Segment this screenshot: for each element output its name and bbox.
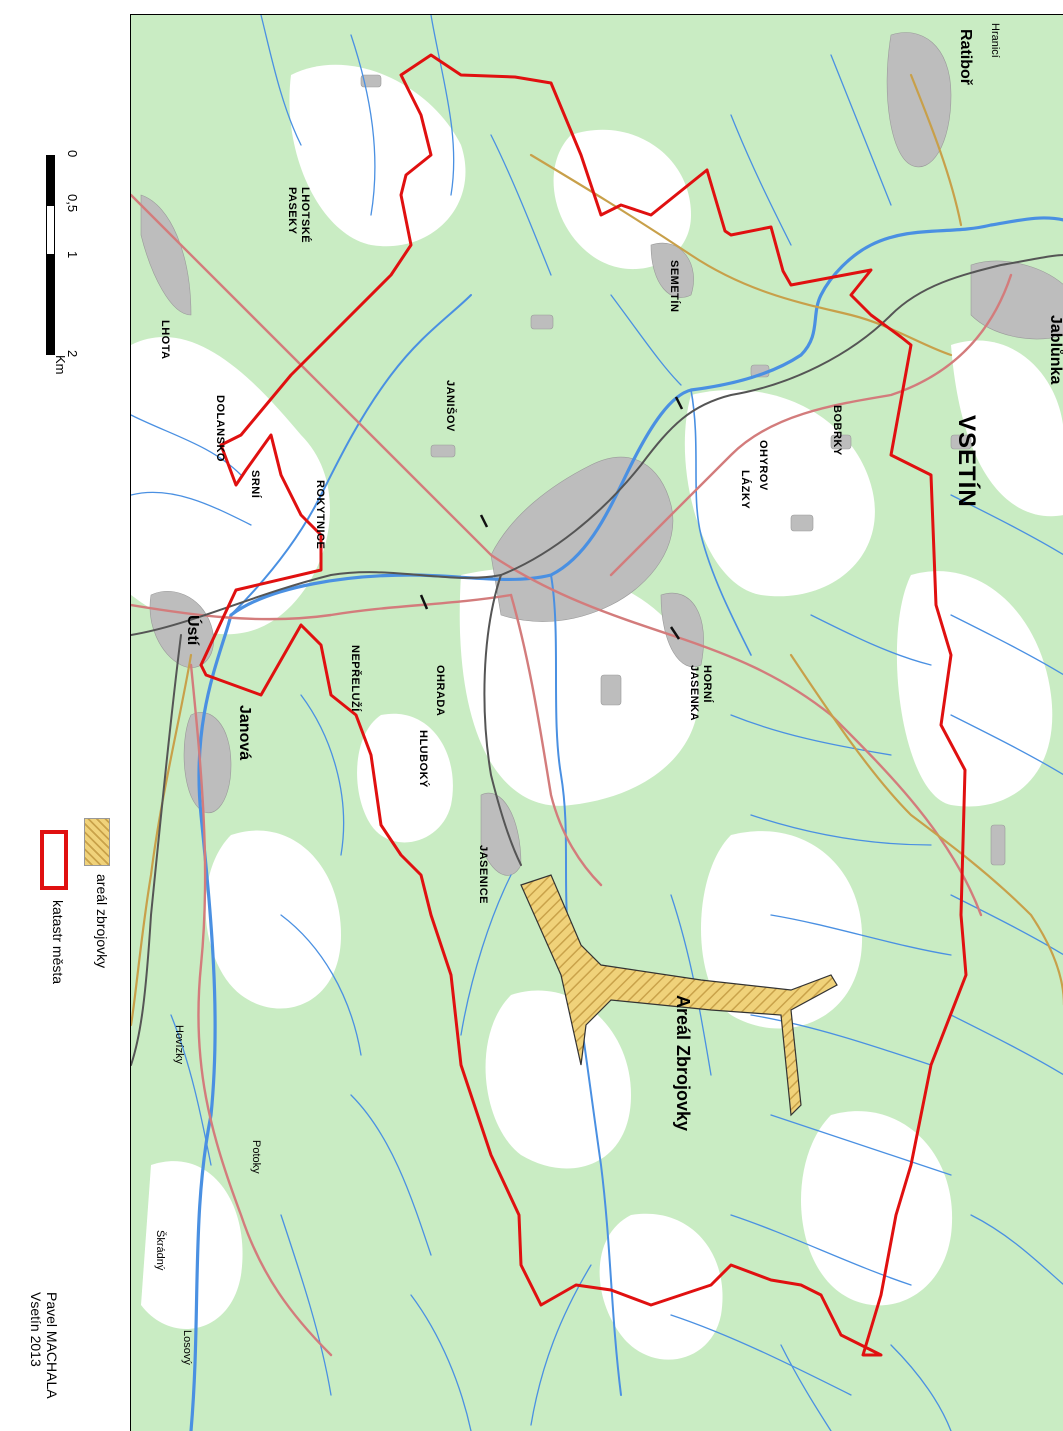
label-lhota: LHOTA bbox=[159, 320, 171, 360]
scale-bar-segment-2 bbox=[46, 205, 55, 255]
built-up-janova bbox=[183, 712, 232, 814]
railway-usti bbox=[131, 634, 182, 1066]
highway-north bbox=[529, 153, 953, 357]
label-losovy: Losový bbox=[181, 1330, 193, 1365]
railways bbox=[131, 254, 1063, 1066]
scale-tick-0: 0 bbox=[65, 150, 80, 158]
road-north bbox=[609, 273, 1013, 577]
built-up-ratibor bbox=[886, 32, 952, 168]
cadastre-boundary[interactable] bbox=[199, 53, 968, 1357]
credit-place-year: Vsetín 2013 bbox=[28, 1292, 44, 1367]
rivers bbox=[131, 15, 1063, 1431]
label-bobrky: BOBRKY bbox=[831, 405, 843, 456]
built-up-lhota bbox=[140, 194, 192, 316]
highway-ratibor bbox=[909, 73, 963, 227]
scale-tick-1: 1 bbox=[65, 251, 80, 259]
label-janova: Janová bbox=[236, 705, 253, 761]
label-semetin: SEMETÍN bbox=[668, 260, 680, 313]
legend-symbol-zbrojovka bbox=[84, 818, 110, 866]
map-canvas[interactable] bbox=[131, 15, 1063, 1431]
credit-author: Pavel MACHALA bbox=[44, 1292, 60, 1399]
label-potoky: Potoky bbox=[250, 1140, 262, 1174]
legend-label-cadastre: katastr města bbox=[50, 900, 66, 985]
road-to-usti bbox=[131, 593, 513, 621]
railway-main bbox=[131, 254, 1063, 636]
map-frame[interactable]: VSETÍN Ratiboř Jablůnka Hranicí SEMETÍN … bbox=[130, 14, 1063, 1431]
label-lazky: LÁZKY bbox=[739, 470, 751, 510]
scale-tick-0-5: 0,5 bbox=[65, 194, 80, 213]
roads bbox=[131, 193, 1013, 1357]
label-vsetin: VSETÍN bbox=[953, 415, 980, 508]
label-jablunka: Jablůnka bbox=[1047, 315, 1063, 385]
label-usti: Ústí bbox=[184, 615, 201, 646]
label-zbrojovka-area: Areál Zbrojovky bbox=[673, 995, 693, 1132]
scale-bar-segment-3 bbox=[46, 255, 55, 355]
zbrojovka-area[interactable] bbox=[520, 874, 838, 1117]
label-janisov: JANIŠOV bbox=[444, 380, 456, 432]
highway-east bbox=[789, 653, 1063, 1006]
built-up-semetin bbox=[650, 242, 694, 298]
built-up-jablunka bbox=[970, 260, 1063, 340]
label-dolansko: DOLANSKO bbox=[214, 395, 226, 462]
label-ohyrov: OHYROV bbox=[757, 440, 769, 491]
railway-jasenice bbox=[483, 574, 522, 866]
label-skradny: Škrádný bbox=[154, 1230, 166, 1271]
legend-label-zbrojovka: areál zbrojovky bbox=[94, 874, 110, 969]
legend-symbol-cadastre bbox=[40, 830, 68, 890]
label-hranici: Hranicí bbox=[989, 23, 1001, 58]
river-rokytenka bbox=[230, 294, 472, 616]
label-horni-jasenka: HORNÍ JASENKA bbox=[688, 665, 713, 722]
road-south bbox=[189, 663, 333, 1357]
scale-unit: Km bbox=[53, 355, 68, 375]
label-srni: SRNÍ bbox=[249, 470, 261, 499]
label-hovizky: Hovízky bbox=[173, 1025, 185, 1065]
label-ratibor: Ratiboř bbox=[957, 29, 974, 85]
road-jasenice bbox=[509, 593, 603, 887]
river-senice bbox=[690, 389, 752, 656]
highway-usti bbox=[131, 653, 193, 1027]
label-hluboky: HLUBOKÝ bbox=[417, 730, 429, 788]
road-main-ew bbox=[131, 193, 983, 917]
label-jasenice: JASENICE bbox=[477, 845, 489, 905]
scale-bar-segment-1 bbox=[46, 155, 55, 205]
label-rokytnice: ROKYTNICE bbox=[314, 480, 326, 550]
label-nepreluj: NEPŘELUŽÍ bbox=[349, 645, 361, 712]
rail-crossings bbox=[419, 396, 684, 640]
label-ohrada: OHRADA bbox=[434, 665, 446, 717]
label-lhotske-paseky: LHOTSKÉ PASEKY bbox=[286, 187, 311, 244]
highways bbox=[131, 73, 1063, 1027]
